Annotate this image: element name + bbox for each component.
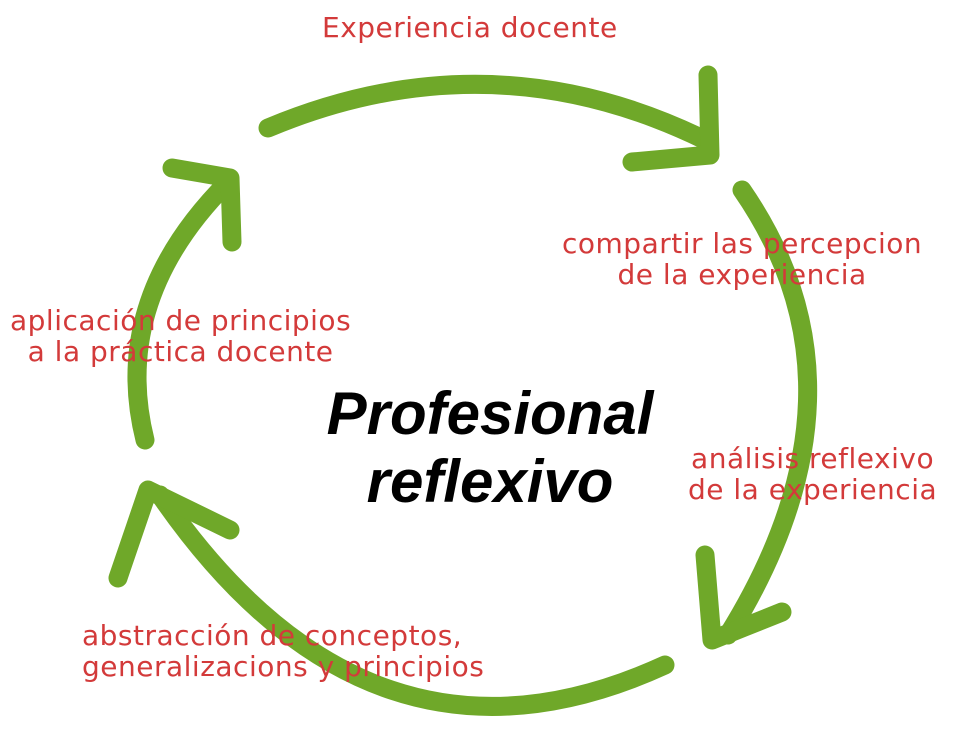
stage-label-line: Experiencia docente (322, 11, 618, 44)
arrowhead-bottom (108, 480, 240, 588)
stage-label-compartir: compartir las percepcion de la experienc… (562, 228, 922, 290)
stage-label-experiencia: Experiencia docente (322, 12, 618, 43)
arrowhead-left (162, 158, 242, 252)
stage-label-line: compartir las percepcion (562, 227, 923, 260)
stage-label-line: abstracción de conceptos, (82, 619, 463, 652)
center-title-line: Profesional (326, 380, 654, 447)
stage-label-analisis: análisis reflexivo de la experiencia (688, 443, 937, 505)
center-title-line: reflexivo (366, 448, 614, 515)
arrow-bottom (150, 485, 675, 716)
arrow-top (258, 74, 715, 150)
arrowhead-top (622, 65, 720, 172)
arrowhead-right (695, 545, 792, 650)
stage-label-line: a la práctica docente (27, 335, 334, 368)
stage-label-aplicacion: aplicación de principios a la práctica d… (10, 305, 351, 367)
stage-label-line: de la experiencia (617, 258, 867, 291)
stage-label-line: aplicación de principios (10, 304, 352, 337)
stage-label-line: análisis reflexivo (691, 442, 935, 475)
stage-label-line: de la experiencia (688, 473, 938, 506)
center-title: Profesional reflexivo (250, 380, 730, 516)
stage-label-abstraccion: abstracción de conceptos, generalizacion… (82, 620, 484, 682)
arrow-right (718, 180, 818, 645)
stage-label-line: generalizacions y principios (82, 650, 485, 683)
arrow-left (127, 172, 238, 450)
